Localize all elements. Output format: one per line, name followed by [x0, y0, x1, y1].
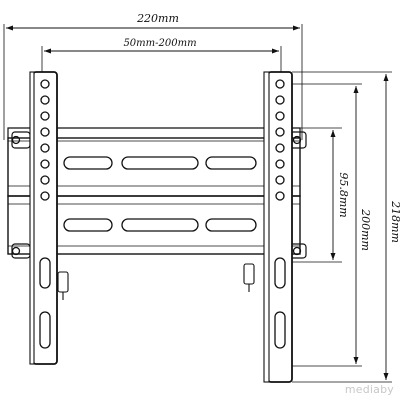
arm-hole — [275, 175, 285, 185]
arm-hole — [40, 127, 50, 137]
arm-hole — [275, 79, 285, 89]
arm-slot — [39, 311, 51, 349]
arm-hole — [40, 143, 50, 153]
arm-slot — [274, 311, 286, 349]
dim-line-width — [3, 24, 303, 140]
arm-hole — [275, 111, 285, 121]
dim-line-arm-hole-span — [292, 83, 362, 367]
arm-slot — [39, 257, 51, 289]
dim-line-hole-spacing — [41, 46, 282, 75]
arm-hole — [275, 159, 285, 169]
arm-hole — [40, 191, 50, 201]
arm-slot — [274, 257, 286, 289]
dim-line-overall-height — [292, 71, 392, 383]
right-vertical-arm — [243, 71, 293, 383]
left-side-bolts — [11, 131, 31, 259]
arm-hole — [40, 175, 50, 185]
left-vertical-arm — [29, 71, 69, 365]
arm-hole — [275, 143, 285, 153]
arm-hole — [40, 95, 50, 105]
label-overall-height: 218mm — [389, 200, 400, 243]
label-overall-width: 220mm — [136, 12, 179, 25]
arm-hole — [275, 127, 285, 137]
dim-line-center-offset — [292, 127, 342, 263]
arm-hole — [275, 95, 285, 105]
label-arm-hole-span: 200mm — [359, 208, 372, 251]
label-hole-spacing: 50mm-200mm — [123, 38, 196, 49]
label-center-offset: 95.8mm — [337, 172, 350, 217]
arm-hole — [40, 79, 50, 89]
arm-hole — [40, 111, 50, 121]
arm-hole — [275, 191, 285, 201]
watermark-text: mediaby — [344, 383, 394, 396]
arm-hole — [40, 159, 50, 169]
horizontal-rail-bottom — [7, 195, 301, 255]
